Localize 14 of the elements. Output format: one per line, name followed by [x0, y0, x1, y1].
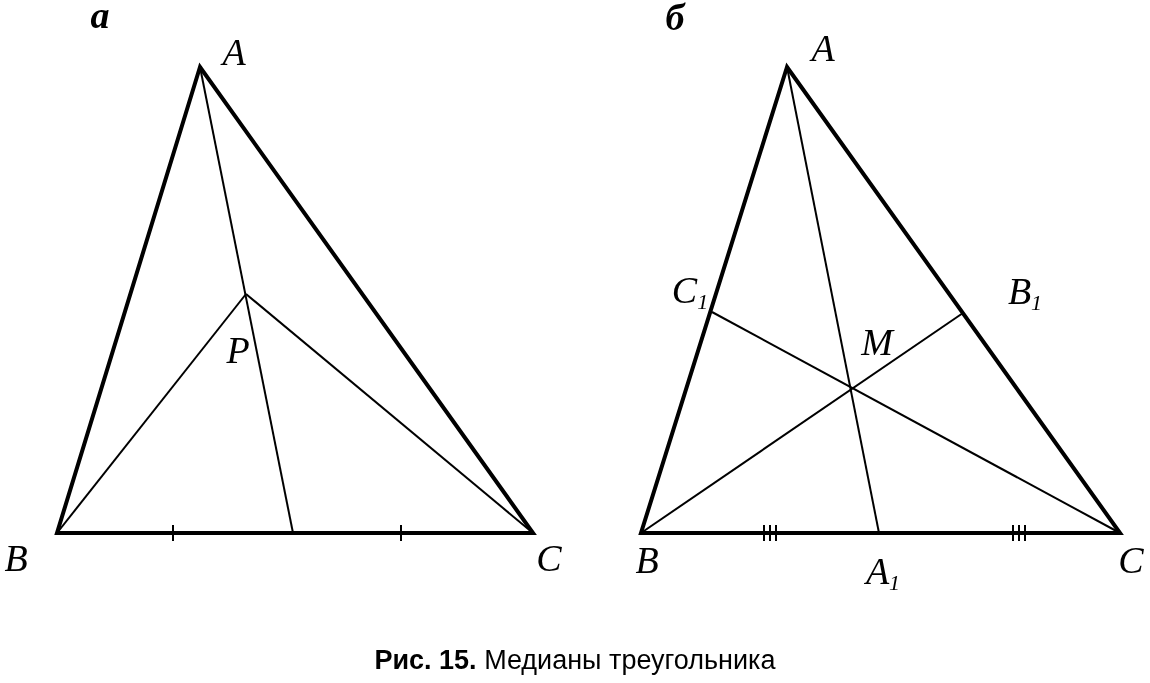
point-label: A	[222, 33, 246, 71]
point-label: A	[811, 29, 835, 67]
point-label: P	[226, 331, 250, 369]
panel-letter: а	[90, 0, 110, 34]
point-label: A$_{1}$	[865, 552, 901, 594]
point-label: B	[635, 541, 659, 579]
point-label: C	[536, 539, 562, 577]
point-label: B$_{1}$	[1007, 272, 1043, 314]
panel-letter: б	[665, 0, 685, 36]
figure-caption: Рис. 15. Медианы треугольника	[373, 645, 777, 676]
point-label: M	[861, 323, 893, 361]
point-label: C$_{1}$	[671, 271, 709, 313]
point-label: C	[1118, 541, 1144, 579]
point-label: B	[4, 539, 28, 577]
